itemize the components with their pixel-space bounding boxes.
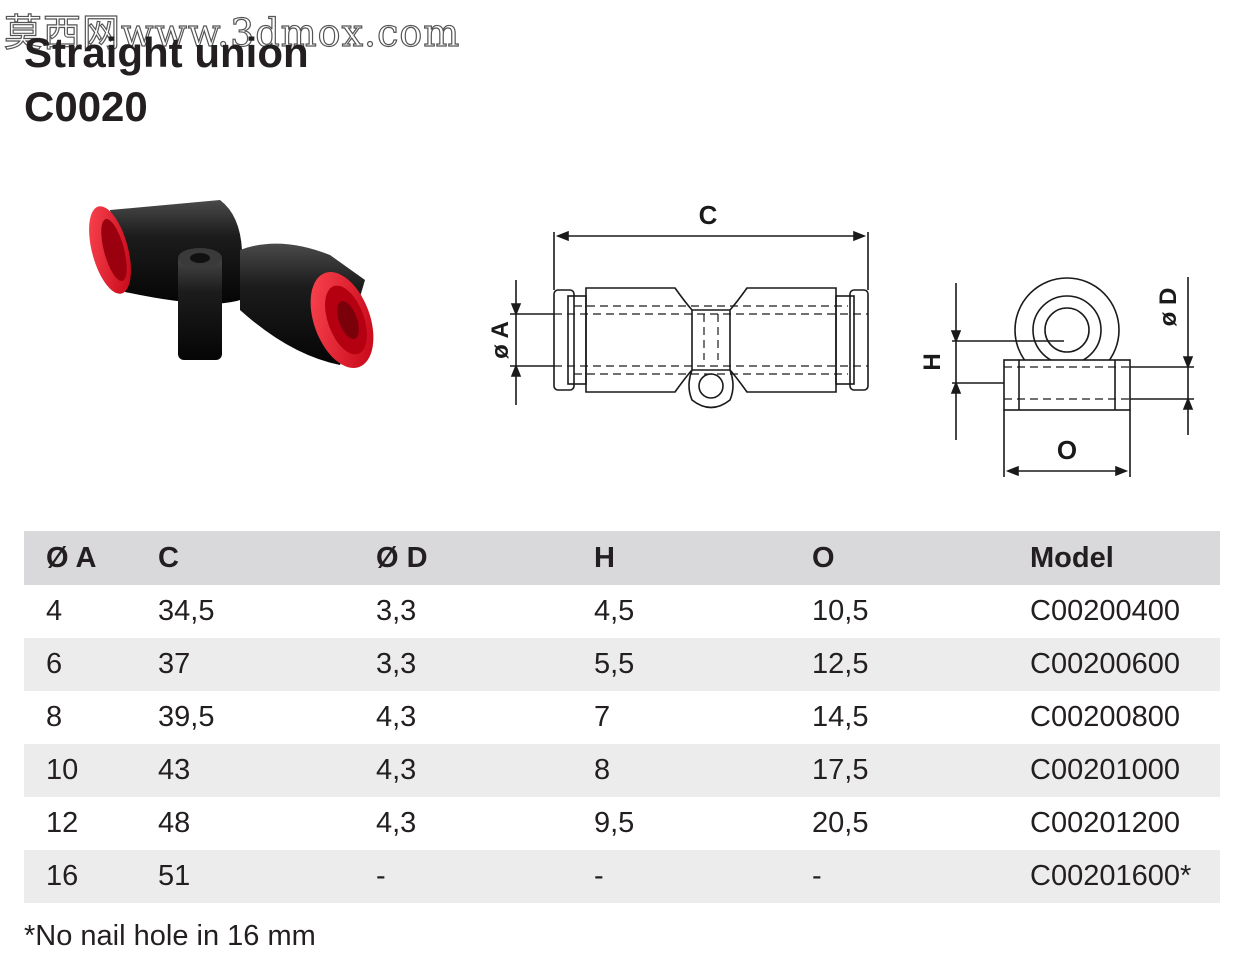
cell-d: 3,3 (354, 638, 572, 691)
cell-c: 39,5 (136, 691, 354, 744)
cell-d: 4,3 (354, 744, 572, 797)
cell-h: 4,5 (572, 585, 790, 638)
dimension-label-a: ø A (487, 321, 514, 359)
page-title: Straight union (24, 29, 309, 76)
cell-o: 17,5 (790, 744, 1008, 797)
cell-o: 20,5 (790, 797, 1008, 850)
table-row: 6 37 3,3 5,5 12,5 C00200600 (24, 638, 1220, 691)
cell-d: 3,3 (354, 585, 572, 638)
cell-a: 8 (24, 691, 136, 744)
table-row: 4 34,5 3,3 4,5 10,5 C00200400 (24, 585, 1220, 638)
cell-a: 4 (24, 585, 136, 638)
footnote: *No nail hole in 16 mm (24, 920, 316, 952)
cell-o: 10,5 (790, 585, 1008, 638)
table-row: 12 48 4,3 9,5 20,5 C00201200 (24, 797, 1220, 850)
cell-c: 51 (136, 850, 354, 903)
column-header-a: Ø A (24, 531, 136, 585)
table-row: 16 51 - - - C00201600* (24, 850, 1220, 903)
side-view-drawing: H ø D O (919, 277, 1194, 477)
cell-a: 12 (24, 797, 136, 850)
dimensions-table: Ø A C Ø D H O Model 4 34,5 3,3 4,5 10,5 … (24, 531, 1220, 903)
front-view-drawing: C ø A (487, 200, 869, 409)
cell-a: 6 (24, 638, 136, 691)
cell-model: C00201000 (1008, 744, 1220, 797)
column-header-model: Model (1008, 531, 1220, 585)
cell-a: 16 (24, 850, 136, 903)
cell-d: 4,3 (354, 797, 572, 850)
cell-h: 9,5 (572, 797, 790, 850)
table-header-row: Ø A C Ø D H O Model (24, 531, 1220, 585)
cell-o: - (790, 850, 1008, 903)
cell-o: 14,5 (790, 691, 1008, 744)
table-row: 10 43 4,3 8 17,5 C00201000 (24, 744, 1220, 797)
column-header-h: H (572, 531, 790, 585)
cell-model: C00200600 (1008, 638, 1220, 691)
table-row: 8 39,5 4,3 7 14,5 C00200800 (24, 691, 1220, 744)
watermark: 莫西网www.3dmox.com (3, 10, 461, 55)
product-code: C0020 (24, 83, 148, 130)
cell-h: 8 (572, 744, 790, 797)
dimension-label-h: H (919, 353, 946, 370)
column-header-o: O (790, 531, 1008, 585)
product-image (89, 200, 374, 368)
cell-d: - (354, 850, 572, 903)
cell-model: C00201200 (1008, 797, 1220, 850)
cell-c: 37 (136, 638, 354, 691)
cell-model: C00201600* (1008, 850, 1220, 903)
cell-model: C00200400 (1008, 585, 1220, 638)
cell-h: 5,5 (572, 638, 790, 691)
cell-h: - (572, 850, 790, 903)
dimension-label-d: ø D (1155, 288, 1182, 327)
cell-a: 10 (24, 744, 136, 797)
cell-c: 43 (136, 744, 354, 797)
cell-o: 12,5 (790, 638, 1008, 691)
dimension-label-c: C (699, 200, 718, 230)
cell-model: C00200800 (1008, 691, 1220, 744)
cell-h: 7 (572, 691, 790, 744)
cell-c: 34,5 (136, 585, 354, 638)
column-header-d: Ø D (354, 531, 572, 585)
dimension-label-o: O (1057, 435, 1077, 465)
cell-c: 48 (136, 797, 354, 850)
column-header-c: C (136, 531, 354, 585)
cell-d: 4,3 (354, 691, 572, 744)
